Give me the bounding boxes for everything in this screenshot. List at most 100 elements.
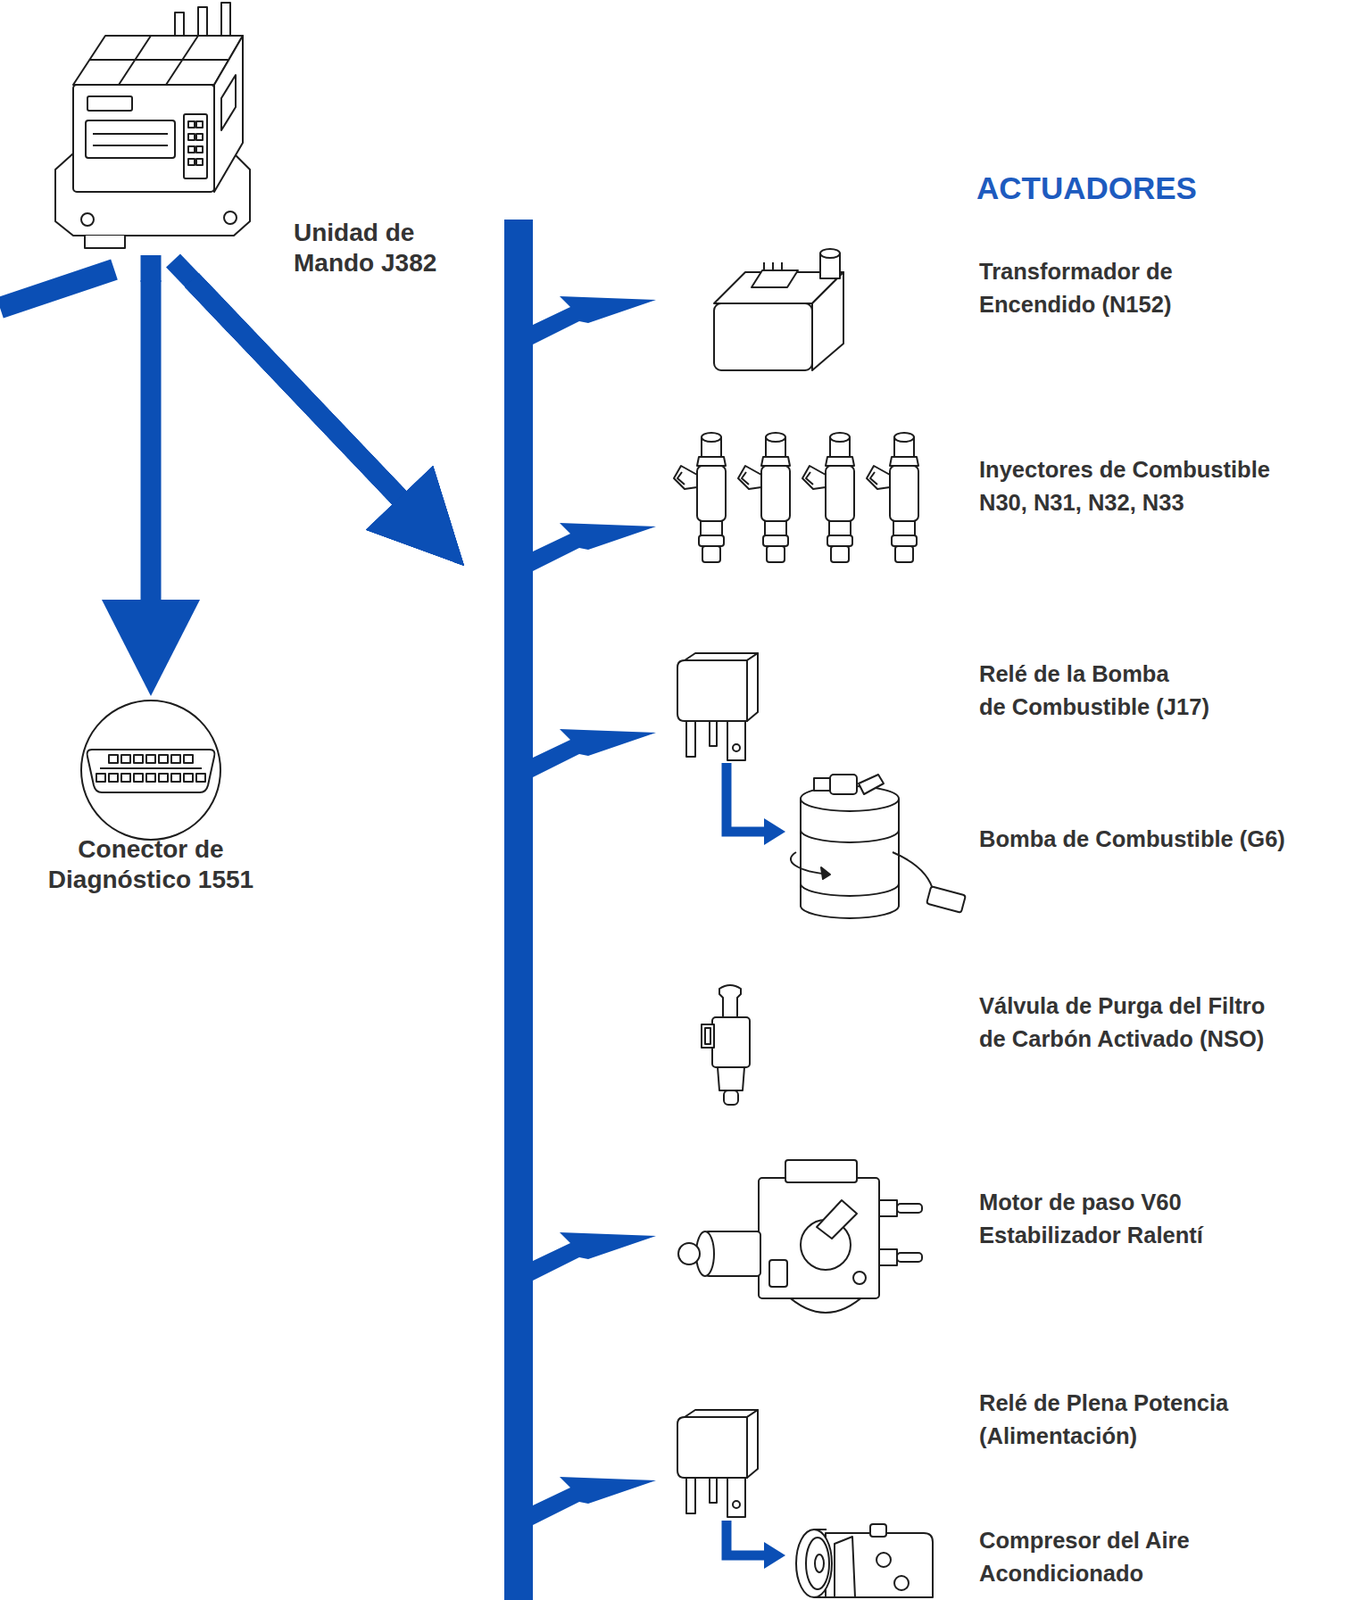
- throttle-body-drawing: [897, 1204, 923, 1213]
- ecu-illustration: [92, 133, 168, 146]
- diagnostic-connector-symbol: [81, 700, 221, 840]
- component-box: Transformador de Encendido (N152): [656, 252, 1354, 374]
- part-label: Unidad de Mando J382: [293, 217, 966, 279]
- diagnostic-connector-symbol: [183, 773, 193, 782]
- purge-valve-drawing: [717, 1067, 745, 1091]
- throttle-body-drawing: [879, 1249, 898, 1266]
- arrow-shaft: [191, 280, 403, 502]
- bus-arrow-decor: [0, 269, 115, 308]
- fuel-pump-drawing: [800, 798, 899, 919]
- ecu-illustration: [73, 84, 215, 192]
- component-box: Compresor del Aire Acondicionado: [785, 1522, 1354, 1598]
- arrow-shaft: [726, 763, 768, 832]
- throttle-body-drawing: [785, 1160, 857, 1183]
- component-box: Conector de Diagnóstico 1551: [34, 696, 271, 902]
- part-label: Conector de Diagnóstico 1551: [34, 834, 267, 896]
- throttle-body-drawing: [816, 1200, 857, 1239]
- relay-drawing: [677, 653, 758, 761]
- ignition-coil-drawing: [714, 303, 813, 371]
- branch-arrow: [532, 523, 657, 572]
- bus-arrow-decor: [504, 219, 533, 1600]
- branch-arrow: [532, 729, 657, 778]
- fuel-pump-drawing: [814, 778, 831, 791]
- fuel-pump-drawing: [790, 774, 966, 919]
- ac-compressor-drawing: [894, 1576, 909, 1591]
- injector-drawing: [738, 432, 790, 563]
- diagnostic-connector-symbol: [158, 773, 168, 782]
- ecu-illustration: [188, 158, 195, 166]
- diagnostic-connector-symbol: [108, 755, 118, 764]
- component-box: Relé de la Bomba de Combustible (J17): [656, 649, 1354, 764]
- purge-valve-drawing: [701, 985, 750, 1105]
- connector-arrow: [726, 763, 786, 846]
- relay-drawing: [677, 1410, 758, 1518]
- part-label: Compresor del Aire Acondicionado: [979, 1524, 1354, 1591]
- branch-arrow: [532, 1232, 657, 1281]
- diagnostic-connector-symbol: [121, 773, 131, 782]
- ecu-illustration: [87, 96, 133, 111]
- fuel-pump-drawing: [800, 830, 899, 897]
- part-label: Válvula de Purga del Filtro de Carbón Ac…: [979, 989, 1354, 1056]
- arrow-shaft: [191, 280, 403, 502]
- fuel-pump-drawing: [830, 774, 857, 795]
- component-box: Bomba de Combustible (G6): [785, 767, 1354, 924]
- injector-drawing: [802, 432, 855, 563]
- connector-arrow: [191, 280, 657, 1281]
- ecu-illustration: [196, 121, 203, 128]
- arrow-shaft: [726, 1520, 768, 1556]
- diagnostic-connector-symbol: [108, 773, 118, 782]
- ac-compressor-drawing: [805, 1537, 830, 1590]
- purge-valve-drawing: [705, 1028, 711, 1045]
- bus-arrow-decor: [0, 219, 533, 1600]
- ecu-illustration: [188, 146, 195, 153]
- ecu-illustration: [221, 74, 236, 131]
- branch-arrow: [532, 296, 657, 345]
- throttle-body-drawing: [758, 1178, 880, 1299]
- diagnostic-connector-symbol: [196, 773, 206, 782]
- fuel-pump-drawing: [858, 774, 884, 795]
- connector-arrow: [191, 280, 657, 572]
- ecu-illustration: [73, 35, 243, 85]
- throttle-body-drawing: [879, 1200, 898, 1217]
- diagnostic-connector-symbol: [99, 767, 202, 770]
- ac-compressor-drawing: [876, 1553, 891, 1568]
- arrow-shaft: [141, 280, 162, 607]
- fuel-pump-drawing: [821, 867, 831, 880]
- ignition-coil-drawing: [812, 272, 844, 371]
- ecu-illustration: [183, 114, 208, 179]
- branch-arrow: [532, 1477, 657, 1526]
- connector-arrow: [726, 1520, 786, 1570]
- ecu-illustration: [174, 2, 231, 36]
- bus-arrow-decor: [173, 260, 193, 282]
- arrow-shaft: [191, 280, 403, 502]
- component-box: Válvula de Purga del Filtro de Carbón Ac…: [656, 981, 1354, 1112]
- ac-compressor-drawing: [796, 1524, 933, 1598]
- ecu-illustration: [89, 35, 229, 85]
- component-box: Motor de paso V60 Estabilizador Ralentí: [656, 1155, 1354, 1330]
- ecu-illustration: [188, 133, 195, 141]
- diagnostic-connector-symbol: [133, 755, 143, 764]
- component-box: Unidad de Mando J382: [35, 0, 708, 281]
- diagnostic-connector-symbol: [81, 700, 221, 840]
- component-box: Inyectores de Combustible N30, N31, N32,…: [656, 424, 1354, 568]
- arrow-shaft: [191, 280, 403, 502]
- arrow-head: [101, 599, 200, 697]
- component-box: Relé de Plena Potencia (Alimentación): [656, 1383, 1354, 1521]
- throttle-body-drawing: [769, 1260, 788, 1288]
- ecu-illustration: [81, 213, 94, 226]
- ac-compressor-drawing: [814, 1554, 824, 1573]
- diagnostic-connector-symbol: [183, 755, 193, 764]
- diagnostic-connector-symbol: [146, 773, 156, 782]
- part-label: Inyectores de Combustible N30, N31, N32,…: [979, 453, 1354, 520]
- injector-drawing: [673, 432, 919, 563]
- part-label: Motor de paso V60 Estabilizador Ralentí: [979, 1186, 1354, 1253]
- injector-drawing: [673, 432, 726, 563]
- ecu-illustration: [85, 120, 175, 158]
- ecu-illustration: [224, 211, 237, 225]
- ignition-coil-drawing: [714, 249, 844, 371]
- part-label: Relé de la Bomba de Combustible (J17): [979, 657, 1354, 724]
- purge-valve-drawing: [723, 1090, 739, 1105]
- ac-compressor-drawing: [796, 1529, 832, 1598]
